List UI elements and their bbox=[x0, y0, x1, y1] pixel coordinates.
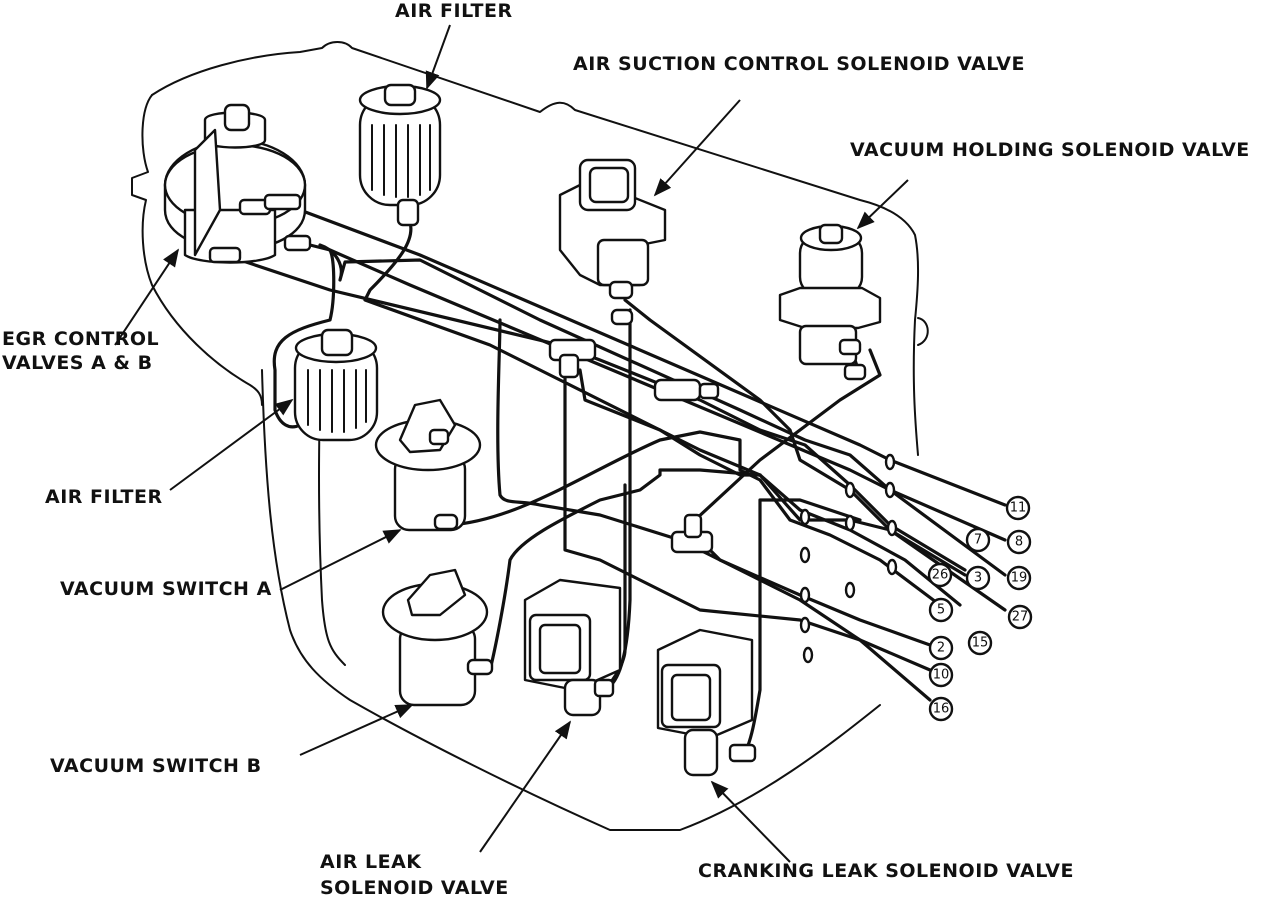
label-air-filter-middle: AIR FILTER bbox=[45, 486, 163, 508]
svg-text:27: 27 bbox=[1012, 610, 1029, 625]
hose-number-5: 5 bbox=[928, 597, 954, 623]
air-filter-middle bbox=[293, 328, 379, 442]
vacuum-switch-a bbox=[374, 398, 482, 532]
svg-text:26: 26 bbox=[932, 568, 949, 583]
hose-clamps bbox=[799, 453, 898, 664]
svg-text:7: 7 bbox=[974, 533, 982, 548]
hose-number-8: 8 bbox=[1006, 529, 1032, 555]
svg-text:19: 19 bbox=[1011, 571, 1028, 586]
egr-control-valves bbox=[163, 103, 312, 264]
label-cranking-leak-solenoid-valve: CRANKING LEAK SOLENOID VALVE bbox=[698, 860, 1074, 882]
engine-outline bbox=[131, 41, 929, 831]
vacuum-holding-solenoid-valve bbox=[778, 223, 882, 381]
hose-number-7: 7 bbox=[965, 527, 991, 553]
cranking-leak-solenoid-valve bbox=[656, 628, 757, 777]
svg-text:8: 8 bbox=[1015, 535, 1023, 550]
hose-number-2: 2 bbox=[928, 635, 954, 661]
label-vacuum-switch-b: VACUUM SWITCH B bbox=[50, 755, 262, 777]
label-vacuum-holding-solenoid-valve: VACUUM HOLDING SOLENOID VALVE bbox=[850, 139, 1250, 161]
label-air-leak-line1: AIR LEAK bbox=[320, 851, 422, 873]
air-filter-top bbox=[358, 83, 442, 227]
hose-number-27: 27 bbox=[1007, 604, 1033, 630]
label-vacuum-switch-a: VACUUM SWITCH A bbox=[60, 578, 272, 600]
leader-arrows bbox=[114, 24, 909, 863]
label-egr-control-line2: VALVES A & B bbox=[2, 352, 153, 374]
svg-text:16: 16 bbox=[933, 702, 950, 717]
svg-text:11: 11 bbox=[1010, 501, 1027, 516]
hose-number-10: 10 bbox=[928, 662, 954, 688]
svg-text:5: 5 bbox=[937, 603, 945, 618]
hose-number-15: 15 bbox=[967, 630, 993, 656]
hose-number-11: 11 bbox=[1005, 495, 1031, 521]
label-air-filter-top: AIR FILTER bbox=[395, 0, 513, 22]
hose-number-19: 19 bbox=[1006, 565, 1032, 591]
hose-number-callouts: 11 8 7 19 3 26 27 15 5 2 10 16 bbox=[927, 495, 1033, 722]
hose-fittings bbox=[548, 338, 720, 554]
hose-number-26: 26 bbox=[927, 562, 953, 588]
vacuum-switch-b bbox=[381, 568, 494, 707]
air-leak-solenoid-valve bbox=[523, 578, 622, 717]
label-egr-control-line1: EGR CONTROL bbox=[2, 328, 159, 350]
hose-number-16: 16 bbox=[928, 696, 954, 722]
svg-text:10: 10 bbox=[933, 668, 950, 683]
svg-text:15: 15 bbox=[972, 636, 989, 651]
svg-text:3: 3 bbox=[974, 571, 982, 586]
svg-text:2: 2 bbox=[937, 641, 945, 656]
label-air-suction-control-solenoid-valve: AIR SUCTION CONTROL SOLENOID VALVE bbox=[573, 53, 1025, 75]
label-air-leak-line2: SOLENOID VALVE bbox=[320, 877, 509, 898]
air-suction-control-solenoid-valve bbox=[558, 158, 667, 326]
hose-number-3: 3 bbox=[965, 565, 991, 591]
